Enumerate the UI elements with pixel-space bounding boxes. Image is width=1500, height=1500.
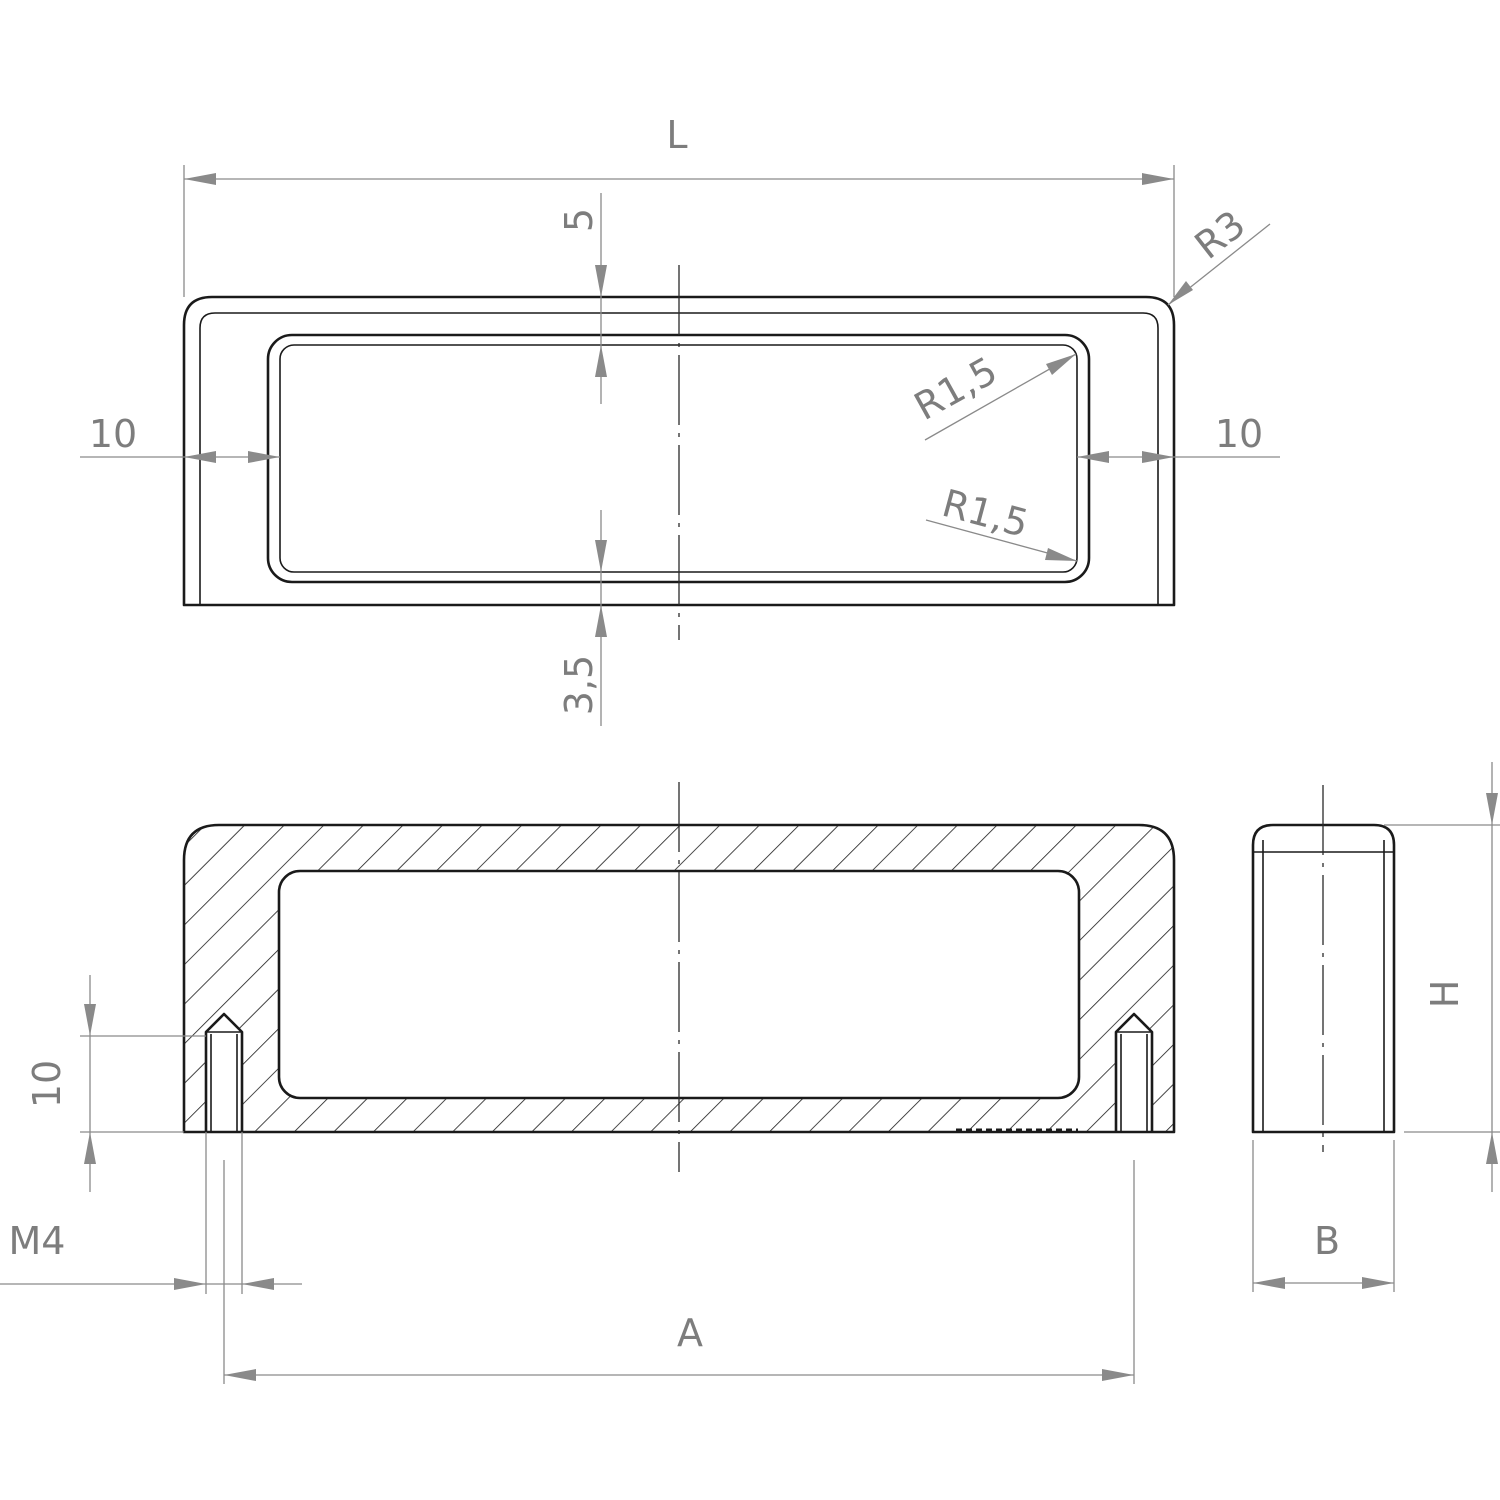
dim-thread: M4 bbox=[0, 1132, 302, 1294]
dim-bottom-rim: 3,5 bbox=[557, 510, 607, 726]
dim-top-rim: 5 bbox=[557, 193, 607, 404]
side-view bbox=[1251, 785, 1396, 1152]
dim-hole-spacing-label: A bbox=[677, 1311, 703, 1355]
dim-width-label: B bbox=[1314, 1219, 1340, 1263]
dim-inner-radius-lower-label: R1,5 bbox=[938, 481, 1033, 546]
dim-bottom-rim-label: 3,5 bbox=[557, 655, 601, 715]
section-hatched-body bbox=[184, 825, 1174, 1132]
dim-hole-spacing: A bbox=[223, 1160, 1135, 1384]
dim-thread-label: M4 bbox=[9, 1219, 66, 1263]
dim-inner-radius-lower: R1,5 bbox=[925, 481, 1078, 562]
dim-height-label: H bbox=[1423, 980, 1467, 1009]
dim-length: L bbox=[183, 113, 1175, 297]
dim-thread-depth-label: 10 bbox=[25, 1060, 69, 1108]
dim-right-wall-label: 10 bbox=[1215, 412, 1263, 456]
side-view-outline bbox=[1251, 823, 1396, 1134]
top-view bbox=[182, 265, 1176, 640]
top-view-outer-outline bbox=[182, 295, 1176, 607]
dim-width: B bbox=[1252, 1140, 1395, 1292]
dim-right-wall: 10 bbox=[1077, 412, 1280, 463]
dim-inner-radius-upper: R1,5 bbox=[907, 348, 1077, 441]
dim-inner-radius-upper-label: R1,5 bbox=[907, 348, 1004, 429]
thread-hole-right bbox=[1114, 1012, 1154, 1132]
dim-corner-outer: R3 bbox=[1167, 202, 1271, 306]
dim-length-label: L bbox=[666, 113, 687, 157]
section-view bbox=[182, 782, 1176, 1172]
dim-height: H bbox=[1384, 762, 1500, 1192]
thread-hole-left bbox=[204, 1012, 244, 1132]
dim-corner-outer-label: R3 bbox=[1187, 202, 1254, 268]
dim-top-rim-label: 5 bbox=[557, 208, 601, 232]
dim-left-wall: 10 bbox=[80, 412, 280, 463]
section-outer-outline bbox=[182, 823, 1176, 1134]
dim-thread-depth: 10 bbox=[25, 975, 206, 1192]
dim-left-wall-label: 10 bbox=[89, 412, 137, 456]
